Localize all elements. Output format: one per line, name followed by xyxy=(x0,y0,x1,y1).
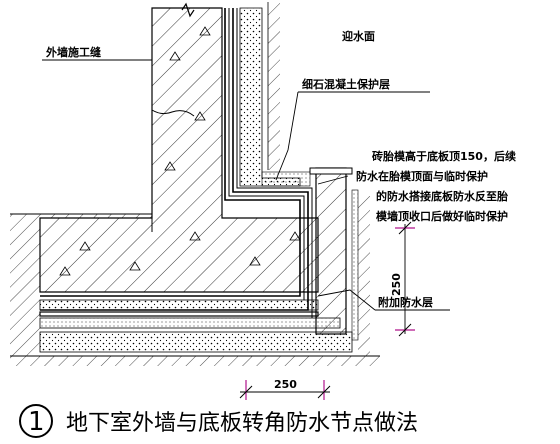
protect-layer-label: 细石混凝土保护层 xyxy=(302,77,390,91)
water-side-label: 迎水面 xyxy=(342,29,375,43)
title-text: 地下室外墙与底板转角防水节点做法 xyxy=(66,411,418,436)
horizontal-dimension xyxy=(239,380,331,400)
horizontal-dimension-value: 250 xyxy=(274,378,297,391)
additional-layer-label: 附加防水层 xyxy=(378,295,433,309)
note-line-2: 防水在胎模顶面与临时保护 xyxy=(356,169,488,183)
note-line-4: 模墙顶收口后做好临时保护 xyxy=(376,209,508,223)
outer-wall-joint-label: 外墙施工缝 xyxy=(45,45,101,59)
title-number: 1 xyxy=(28,407,45,437)
leader-lines xyxy=(42,59,450,311)
blinding-layers xyxy=(39,299,353,353)
soil-fill xyxy=(10,2,380,366)
detail-title: 1 地下室外墙与底板转角防水节点做法 xyxy=(19,404,418,438)
waterproof-membrane xyxy=(40,8,313,318)
protection-layer xyxy=(239,7,311,187)
title-number-circle xyxy=(19,404,53,438)
note-line-1: 砖胎模高于底板顶150，后续 xyxy=(372,149,516,163)
break-line xyxy=(181,2,195,18)
brick-mold-wall xyxy=(309,167,359,341)
note-line-3: 的防水搭接底板防水反至胎 xyxy=(376,189,508,203)
vertical-dimension xyxy=(395,221,415,337)
vertical-dimension-value: 250 xyxy=(390,273,403,296)
construction-joint-mark xyxy=(151,109,195,232)
